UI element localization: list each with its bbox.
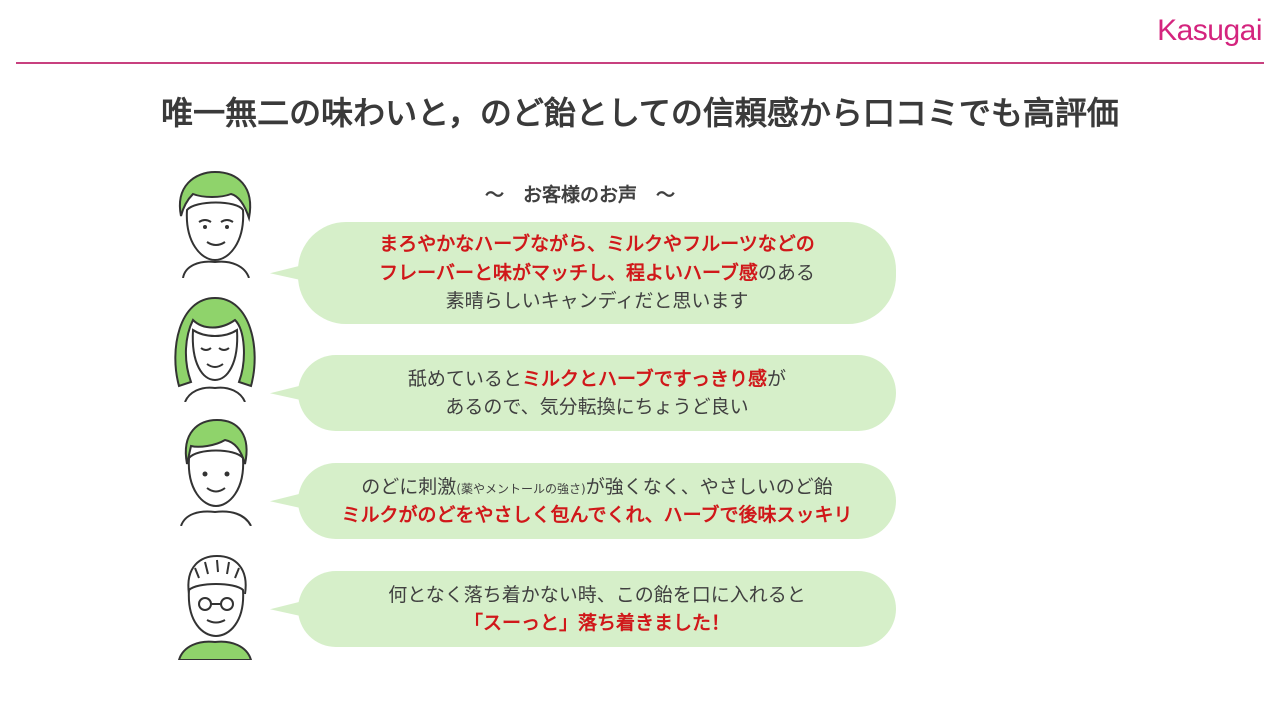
highlight-text: まろやかなハーブながら、ミルクやフルーツなどの [379, 233, 815, 256]
logo-letter-k: K [1157, 14, 1177, 47]
bubble-line: 何となく落ち着かない時、この飴を口に入れると [388, 581, 805, 610]
body-text: が [767, 367, 787, 390]
bubble-line: 素晴らしいキャンディだと思います [446, 287, 749, 316]
body-text: 何となく落ち着かない時、この飴を口に入れると [388, 583, 806, 606]
body-text: のどに刺激 [361, 475, 457, 498]
testimonial-bubble-4: 何となく落ち着かない時、この飴を口に入れると 「スーっと」落ち着きました！ [298, 571, 896, 647]
highlight-text: ミルクがのどをやさしく包んでくれ、ハーブで後味スッキリ [341, 504, 853, 526]
bubble-line: ミルクがのどをやさしく包んでくれ、ハーブで後味スッキリ [341, 501, 852, 530]
highlight-text: ミルクとハーブですっきり感 [521, 367, 768, 390]
highlight-text: 「スーっと」落ち着きました！ [463, 612, 730, 634]
older-woman-icon [178, 170, 252, 278]
young-woman-icon [174, 296, 256, 402]
body-text: あるので、気分転換にちょうど良い [445, 396, 749, 418]
header-divider [16, 62, 1264, 64]
testimonial-bubble-3: のどに刺激(薬やメントールの強さ)が強くなく、やさしいのど飴 ミルクがのどをやさ… [298, 463, 896, 539]
bubble-line: フレーバーと味がマッチし、程よいハーブ感のある [379, 259, 815, 288]
note-text: (薬やメントールの強さ) [456, 481, 586, 496]
young-man-icon [180, 418, 252, 526]
body-text: のある [757, 261, 815, 284]
bubble-line: 「スーっと」落ち着きました！ [464, 609, 730, 638]
page-title: 唯一無二の味わいと，のど飴としての信頼感から口コミでも高評価 [161, 94, 1119, 132]
highlight-text: フレーバーと味がマッチし、程よいハーブ感 [379, 261, 758, 284]
older-man-icon [177, 554, 253, 660]
testimonial-bubble-2: 舐めているとミルクとハーブですっきり感が あるので、気分転換にちょうど良い [298, 355, 896, 431]
body-text: 素晴らしいキャンディだと思います [445, 290, 749, 313]
kasugai-logo: Kasugai [1157, 14, 1262, 48]
bubble-line: 舐めているとミルクとハーブですっきり感が [408, 365, 786, 394]
testimonial-bubble-1: まろやかなハーブながら、ミルクやフルーツなどの フレーバーと味がマッチし、程よい… [298, 222, 896, 324]
bubble-line: あるので、気分転換にちょうど良い [445, 393, 748, 422]
body-text: 舐めていると [407, 367, 522, 390]
logo-rest: asugai [1176, 14, 1263, 47]
bubble-line: まろやかなハーブながら、ミルクやフルーツなどの [379, 230, 814, 259]
body-text: が強くなく、やさしいのど飴 [585, 475, 833, 498]
testimonial-heading: ～ お客様のお声 ～ [484, 184, 675, 206]
bubble-line: のどに刺激(薬やメントールの強さ)が強くなく、やさしいのど飴 [361, 473, 832, 502]
